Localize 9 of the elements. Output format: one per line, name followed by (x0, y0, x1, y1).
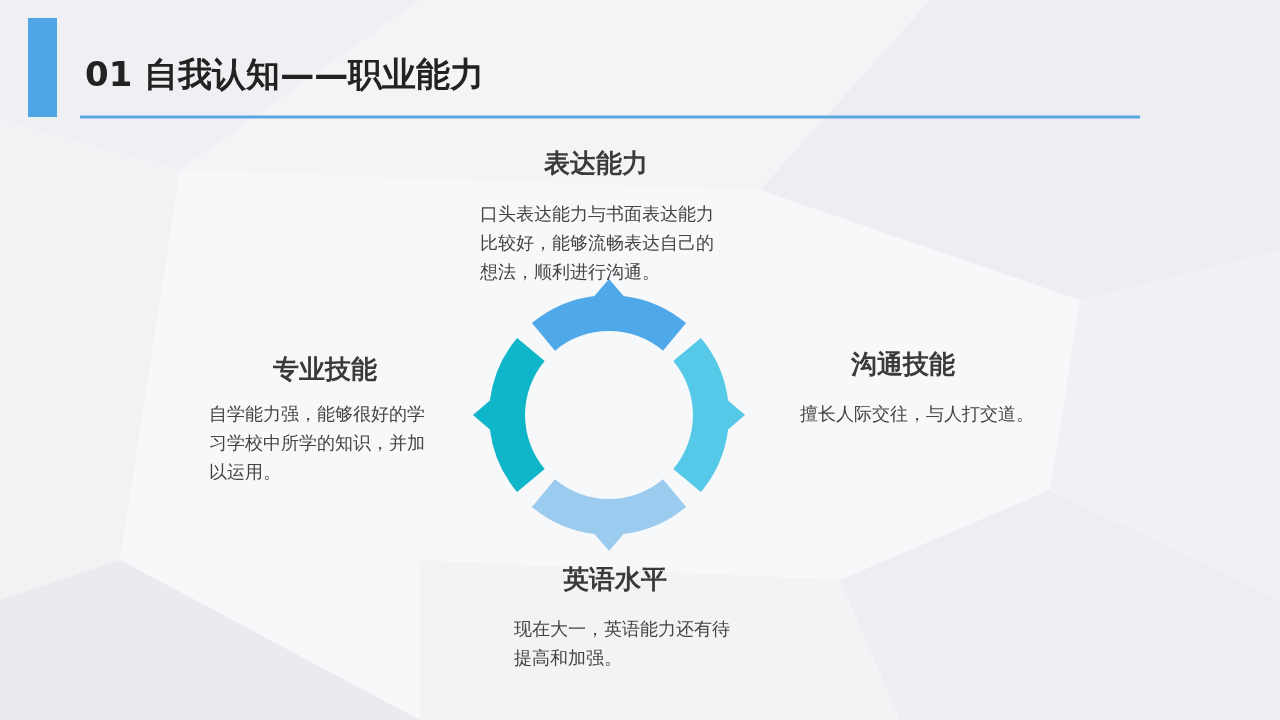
description-text: 现在大一，英语能力还有待提高和加强。 (514, 617, 731, 670)
slide-title: 01 自我认知——职业能力 (85, 53, 485, 96)
description-text: 自学能力强，能够很好的学习学校中所学的知识，并加以运用。 (209, 402, 426, 484)
description-text: 擅长人际交往，与人打交道。 (800, 402, 1035, 426)
section-heading: 表达能力 (544, 147, 648, 180)
section-heading: 英语水平 (563, 563, 667, 596)
section-heading: 沟通技能 (851, 348, 955, 381)
section-heading: 专业技能 (273, 353, 377, 386)
description-text: 口头表达能力与书面表达能力比较好，能够流畅表达自己的想法，顺利进行沟通。 (480, 202, 715, 284)
